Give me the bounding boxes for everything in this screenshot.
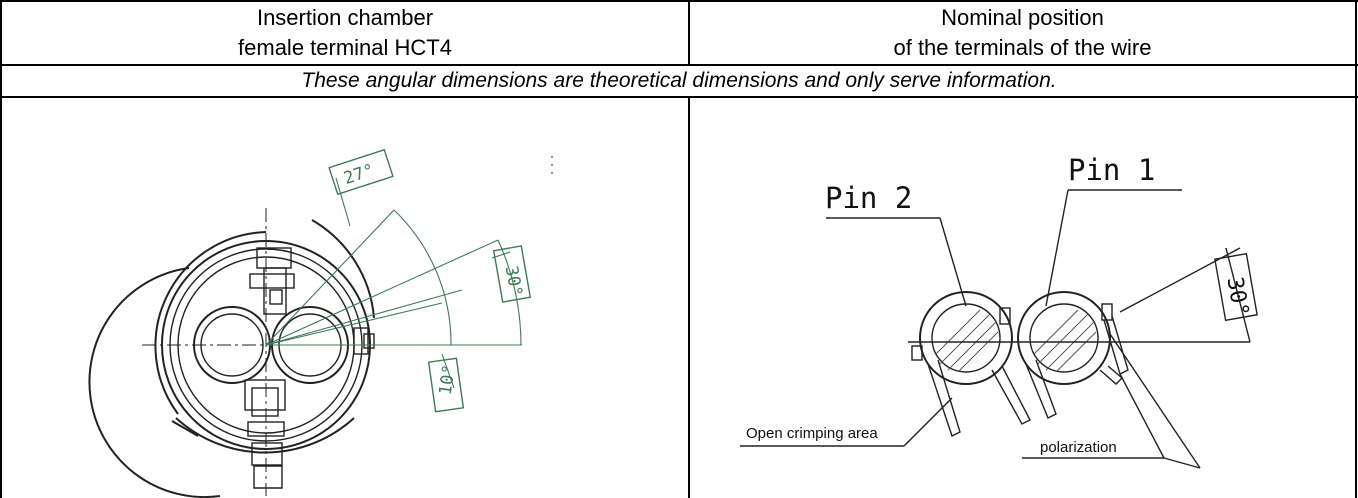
header-right-line2: of the terminals of the wire [893, 35, 1152, 60]
angular-dimensions-note: These angular dimensions are theoretical… [301, 69, 1057, 92]
header-right: Nominal position of the terminals of the… [690, 3, 1355, 63]
open-crimping-area-label: Open crimping area [746, 425, 878, 442]
header-left-line1: Insertion chamber [256, 5, 434, 30]
header-left-line2: female terminal HCT4 [238, 35, 452, 60]
angle-27-label: 27° [341, 160, 376, 189]
polarization-label: polarization [1040, 439, 1117, 456]
pin2-label: Pin 2 [825, 181, 912, 215]
angle-30-label-left: 30° [501, 264, 526, 298]
column-divider-bottom [688, 96, 690, 498]
angle-30-label-right: 30° [1221, 275, 1253, 318]
terminal-position-drawing: Pin 2 Pin 1 [740, 153, 1258, 469]
header-right-line1: Nominal position [941, 5, 1104, 30]
border-left [0, 0, 2, 498]
column-divider-top [688, 0, 690, 66]
border-right [1355, 0, 1357, 498]
pin1-label: Pin 1 [1068, 153, 1155, 187]
border-top [0, 0, 1358, 2]
angle-10-label: 10° [436, 363, 460, 396]
divider-header [0, 64, 1358, 66]
insertion-chamber-drawing: 27° 30° 10° [88, 148, 553, 498]
header-left: Insertion chamber female terminal HCT4 [2, 3, 688, 63]
divider-note [0, 96, 1358, 98]
